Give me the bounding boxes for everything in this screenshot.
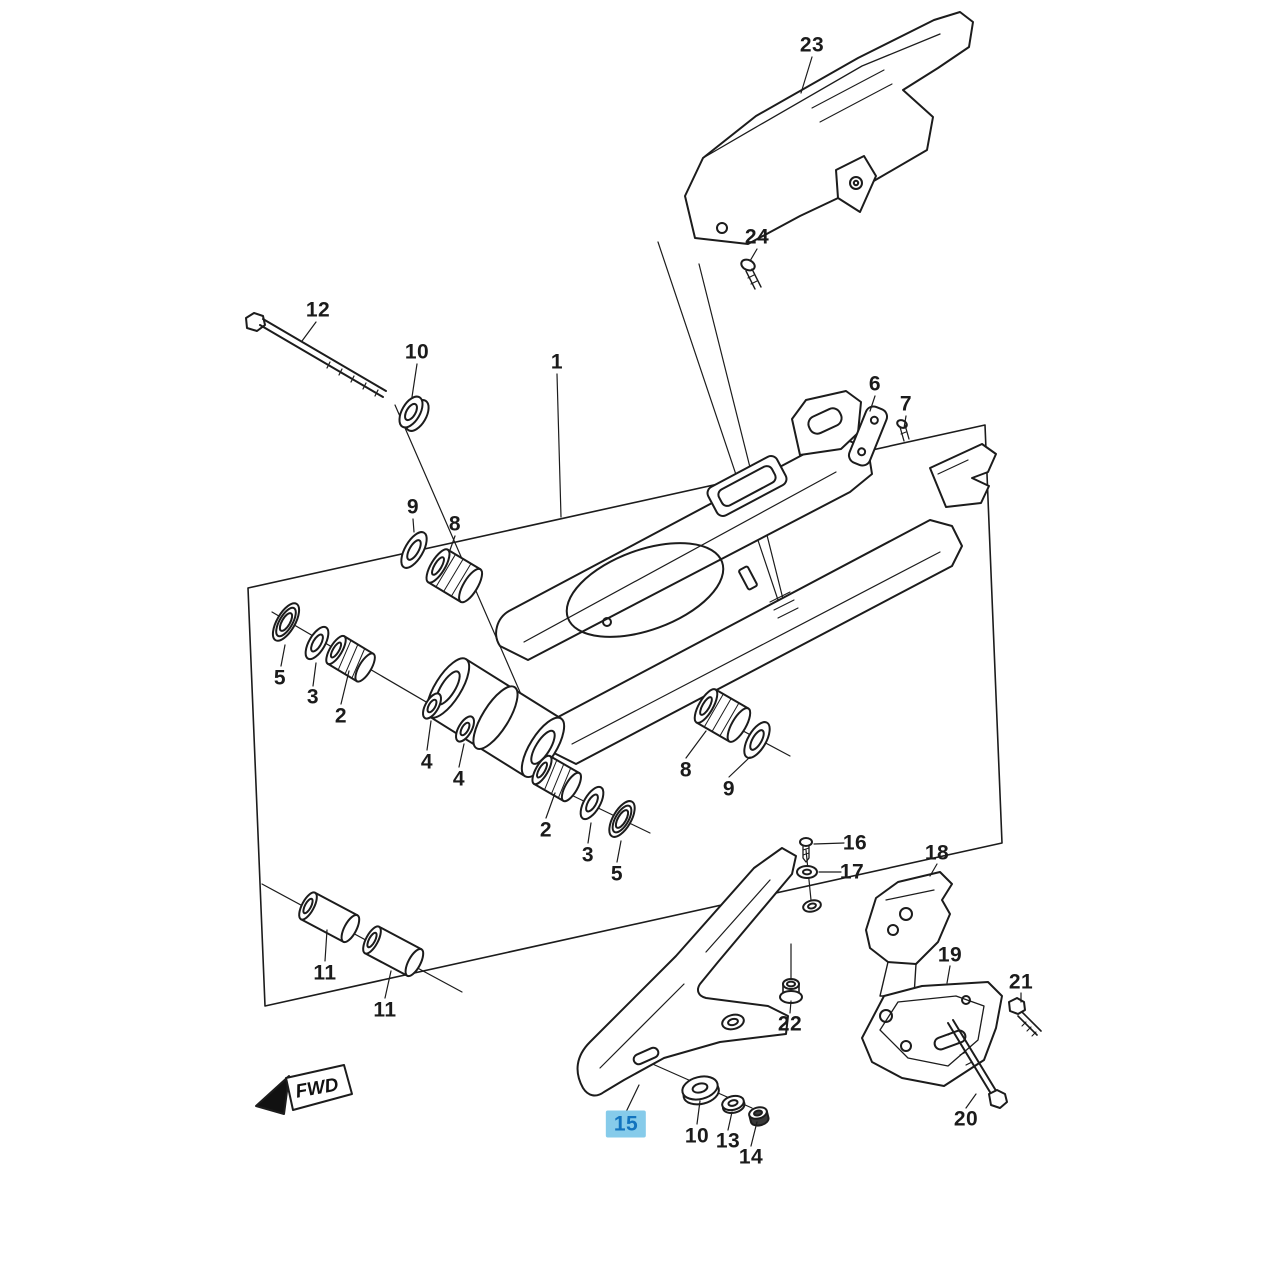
fwd-arrowhead-icon [255, 1075, 290, 1115]
part-callout-2-center[interactable]: 2 [539, 818, 553, 842]
part-callout-7[interactable]: 7 [899, 392, 913, 416]
part-callout-6[interactable]: 6 [868, 372, 882, 396]
chain-buffer-drawing [576, 847, 797, 1097]
washer-4-first-drawing [422, 692, 442, 720]
part-callout-14[interactable]: 14 [738, 1145, 764, 1169]
part-callout-8-right[interactable]: 8 [679, 758, 693, 782]
swingarm-drawing [425, 390, 997, 778]
fwd-arrow-body [285, 1064, 353, 1111]
part-callout-21[interactable]: 21 [1008, 970, 1034, 994]
seal-5-center-drawing [608, 800, 636, 838]
washer-13-drawing [721, 1094, 746, 1115]
part-callout-11-first[interactable]: 11 [313, 961, 337, 985]
nut-22-drawing [779, 978, 803, 1004]
bolt-21-drawing [1008, 997, 1042, 1037]
part-callout-9-left[interactable]: 9 [406, 495, 420, 519]
part-callout-10-top[interactable]: 10 [404, 340, 430, 364]
part-callout-5-left[interactable]: 5 [273, 666, 287, 690]
bushing-2-center-drawing [531, 754, 582, 803]
part-callout-1[interactable]: 1 [550, 350, 564, 374]
part-callout-4-first[interactable]: 4 [420, 750, 434, 774]
chain-guide-upper-drawing [865, 871, 953, 997]
part-callout-24[interactable]: 24 [744, 225, 770, 249]
part-callout-17[interactable]: 17 [839, 860, 865, 884]
part-callout-5-center[interactable]: 5 [610, 862, 624, 886]
seal-5-left-drawing [271, 602, 301, 642]
ring-9-right-drawing [743, 721, 771, 759]
bearing-8-right-drawing [693, 688, 752, 743]
part-callout-15-highlighted[interactable]: 15 [605, 1110, 647, 1138]
ring-3-center-drawing [579, 785, 605, 821]
plate-6-drawing [847, 405, 889, 467]
washer-10-top-drawing [398, 395, 430, 432]
fwd-arrow: FWD [255, 1064, 353, 1115]
screw-16-drawing [799, 837, 813, 863]
screw-24-drawing [740, 258, 762, 290]
spacer-11-first-drawing [298, 891, 361, 944]
buffer-grommet-drawing [802, 899, 822, 913]
bearing-8-left-drawing [425, 548, 484, 604]
ring-3-left-drawing [304, 625, 330, 661]
part-callout-18[interactable]: 18 [924, 841, 950, 865]
part-callout-23[interactable]: 23 [799, 33, 825, 57]
bushing-2-left-drawing [325, 634, 376, 683]
spacer-11-second-drawing [362, 925, 425, 978]
part-callout-16[interactable]: 16 [842, 831, 868, 855]
bolt-20-drawing [947, 1019, 1008, 1109]
part-callout-9-right[interactable]: 9 [722, 777, 736, 801]
ring-9-left-drawing [400, 531, 428, 569]
nut-14-drawing [748, 1106, 770, 1127]
chain-guide-bracket-drawing [861, 981, 1003, 1087]
part-callout-19[interactable]: 19 [937, 943, 963, 967]
assembly-axis-lines [261, 241, 812, 1109]
part-callout-22[interactable]: 22 [777, 1012, 803, 1036]
part-callout-2-left[interactable]: 2 [334, 704, 348, 728]
washer-10-bottom-drawing [681, 1075, 720, 1106]
part-callout-13[interactable]: 13 [715, 1129, 741, 1153]
chain-guard-drawing [684, 11, 974, 245]
part-callout-12[interactable]: 12 [305, 298, 331, 322]
part-callout-20[interactable]: 20 [953, 1107, 979, 1131]
part-callout-10-bottom[interactable]: 10 [684, 1124, 710, 1148]
washer-17-drawing [796, 865, 818, 879]
callout-leader-lines [280, 56, 1022, 1147]
part-callout-11-second[interactable]: 11 [373, 998, 397, 1022]
part-callout-4-second[interactable]: 4 [452, 767, 466, 791]
part-callout-3-center[interactable]: 3 [581, 843, 595, 867]
pivot-bolt-12-drawing [245, 312, 387, 398]
part-callout-3-left[interactable]: 3 [306, 685, 320, 709]
washer-4-second-drawing [455, 715, 475, 743]
screw-7-drawing [896, 419, 910, 442]
part-callout-8-left[interactable]: 8 [448, 512, 462, 536]
